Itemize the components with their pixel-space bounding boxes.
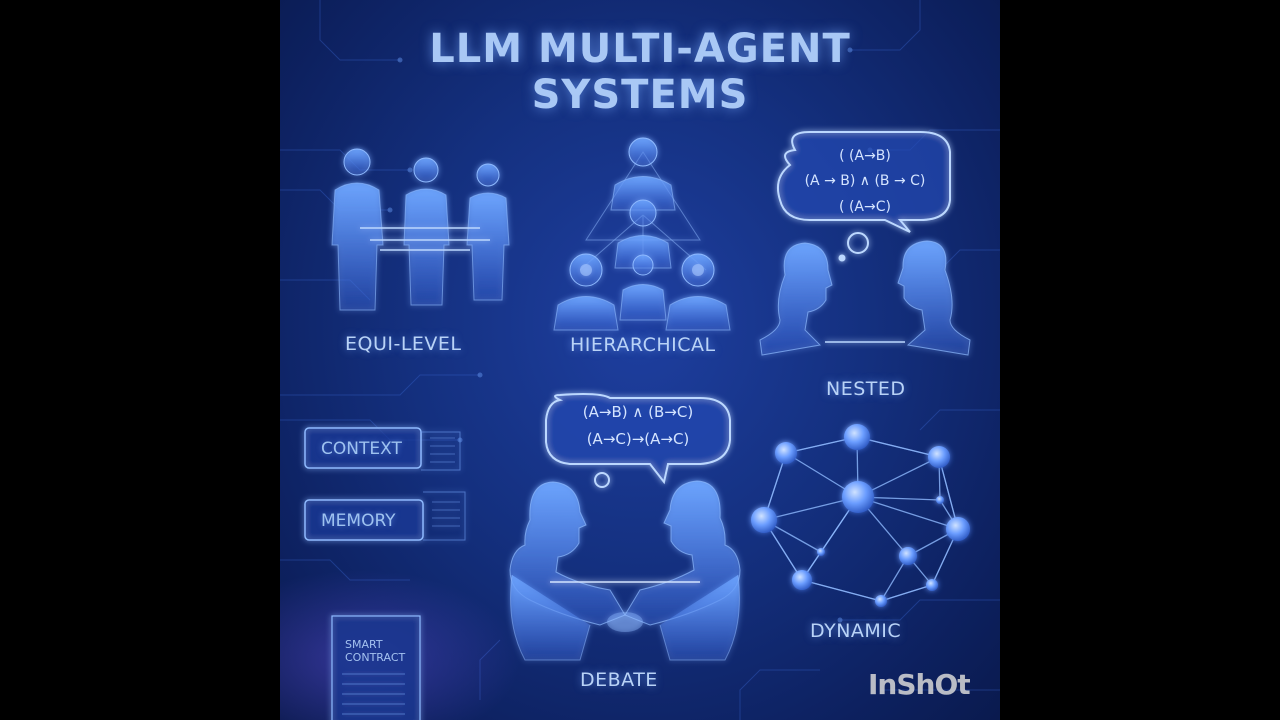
label-debate: DEBATE <box>580 669 658 691</box>
dynamic-network <box>751 424 970 607</box>
nested-thought-line-3: ( (A→C) <box>839 199 891 215</box>
memory-card <box>304 491 466 541</box>
infographic-panel: LLM MULTI-AGENT SYSTEMS EQUI-LEVEL HIERA… <box>280 0 1000 720</box>
connection-lines <box>360 227 490 251</box>
debate-thought-line-2: (A→C)→(A→C) <box>586 430 690 448</box>
circuit-background <box>280 0 1000 720</box>
nested-thought-line-2: (A → B) ∧ (B → C) <box>804 173 926 189</box>
agent-figure <box>403 157 450 306</box>
context-card <box>304 427 461 471</box>
label-dynamic: DYNAMIC <box>810 620 902 642</box>
label-hierarchical: HIERARCHICAL <box>570 334 716 356</box>
smart-contract-line-2: CONTRACT <box>345 651 406 664</box>
smart-contract-line-1: SMART <box>345 638 383 651</box>
debate-figures <box>509 393 741 661</box>
label-equi-level: EQUI-LEVEL <box>345 333 462 355</box>
agent-figure <box>466 163 510 301</box>
memory-label: MEMORY <box>321 511 396 531</box>
debate-thought-line-1: (A→B) ∧ (B→C) <box>582 403 694 421</box>
equi-level-figures <box>331 148 510 311</box>
agent-figure <box>331 148 384 311</box>
speech-bubble <box>545 393 731 485</box>
title-line-1: LLM MULTI-AGENT <box>429 26 851 72</box>
context-label: CONTEXT <box>321 439 402 459</box>
title-line-2: SYSTEMS <box>531 72 749 118</box>
inshot-watermark: InShOt <box>868 668 971 701</box>
nested-figures <box>759 131 971 356</box>
smart-contract-document <box>331 615 421 720</box>
thought-bubble <box>777 131 951 233</box>
network-nodes <box>751 424 970 607</box>
hierarchical-figures <box>553 137 731 331</box>
nested-thought-line-1: ( (A→B) <box>839 148 891 164</box>
label-nested: NESTED <box>826 378 906 400</box>
